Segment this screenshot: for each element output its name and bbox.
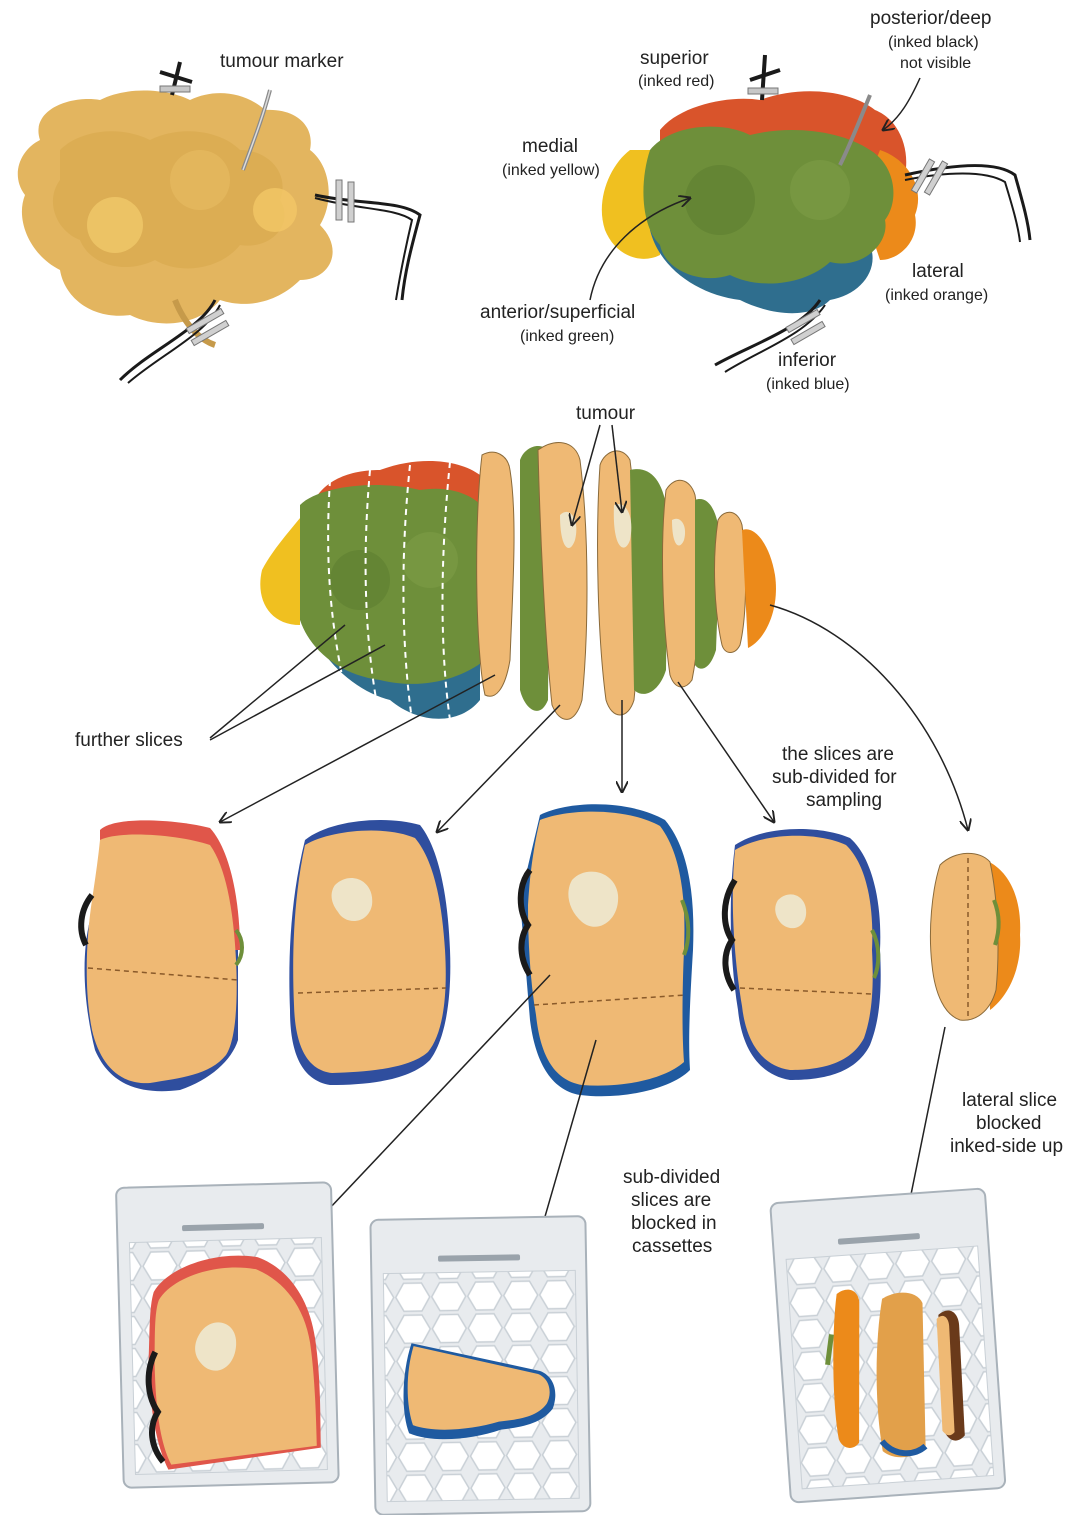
label-lateral-slice-2: blocked <box>976 1113 1042 1134</box>
label-further-slices: further slices <box>75 730 183 751</box>
cassette-1 <box>116 1182 339 1488</box>
inked-specimen <box>602 91 918 313</box>
label-medial: medial <box>522 136 578 157</box>
expanded-slice-4 <box>725 829 881 1080</box>
expanded-slice-2 <box>289 820 450 1085</box>
label-posterior-note: not visible <box>900 55 971 72</box>
arrow-slice-2 <box>437 705 560 832</box>
expanded-slice-1 <box>81 820 242 1091</box>
suture-lateral-left <box>315 180 420 300</box>
label-lateral: lateral <box>912 261 964 282</box>
uninked-specimen <box>18 91 333 345</box>
label-anterior: anterior/superficial <box>480 302 635 323</box>
label-blocked-1: sub-divided <box>623 1167 720 1188</box>
label-tumour-marker: tumour marker <box>220 51 344 72</box>
label-medial-ink: (inked yellow) <box>502 162 600 179</box>
label-subdivided-2: sub-divided for <box>772 767 897 788</box>
suture-superior-right <box>748 55 780 100</box>
label-lateral-slice-1: lateral slice <box>962 1090 1057 1111</box>
label-tumour: tumour <box>576 403 636 424</box>
suture-superior-left <box>160 62 192 95</box>
label-lateral-slice-3: inked-side up <box>950 1136 1063 1157</box>
line-further-slices-2 <box>210 645 385 740</box>
ink-anterior-green <box>643 127 893 284</box>
cassette-2 <box>370 1216 590 1515</box>
suture-lateral-right <box>905 159 1030 242</box>
label-subdivided-1: the slices are <box>782 744 894 765</box>
expanded-slice-5 <box>930 853 1020 1020</box>
label-anterior-ink: (inked green) <box>520 328 614 345</box>
label-posterior: posterior/deep <box>870 8 991 29</box>
expanded-slice-3 <box>520 804 693 1096</box>
label-blocked-2: slices are <box>631 1190 711 1211</box>
label-superior: superior <box>640 48 709 69</box>
label-inferior: inferior <box>778 350 837 371</box>
label-posterior-ink: (inked black) <box>888 34 979 51</box>
label-inferior-ink: (inked blue) <box>766 376 850 393</box>
label-blocked-3: blocked in <box>631 1213 717 1234</box>
label-blocked-4: cassettes <box>632 1236 712 1257</box>
arrow-slice-1 <box>220 675 495 822</box>
cassette-3 <box>770 1188 1005 1502</box>
label-lateral-ink: (inked orange) <box>885 287 988 304</box>
sliced-specimen <box>260 443 776 720</box>
arrow-slice-4 <box>678 682 774 822</box>
label-superior-ink: (inked red) <box>638 73 714 90</box>
line-further-slices-1 <box>210 625 345 738</box>
label-subdivided-3: sampling <box>806 790 882 811</box>
